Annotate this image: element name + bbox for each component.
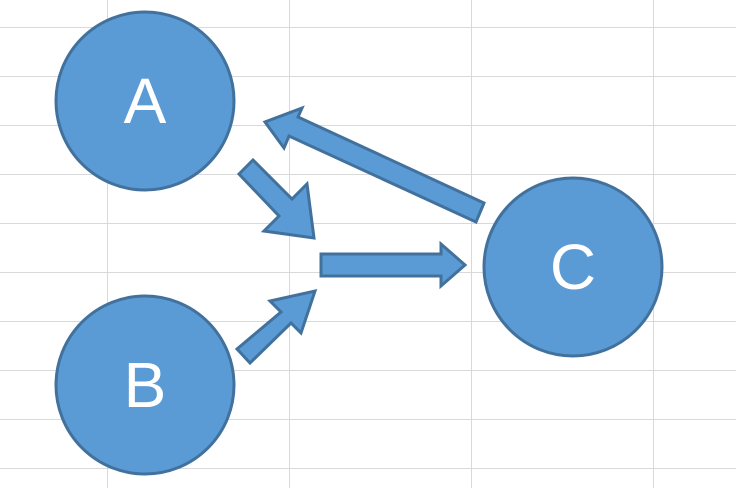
node-b-label: B: [124, 349, 167, 421]
node-a: A: [54, 10, 236, 192]
arrow-merge-to-c: [319, 240, 468, 290]
arrow-c-to-a: [262, 105, 486, 225]
node-b: B: [54, 294, 236, 476]
arrow-b-to-merge: [234, 288, 318, 366]
node-c: C: [482, 176, 664, 358]
arrow-a-to-merge: [236, 157, 316, 240]
node-a-label: A: [124, 65, 167, 137]
node-c-label: C: [550, 231, 596, 303]
